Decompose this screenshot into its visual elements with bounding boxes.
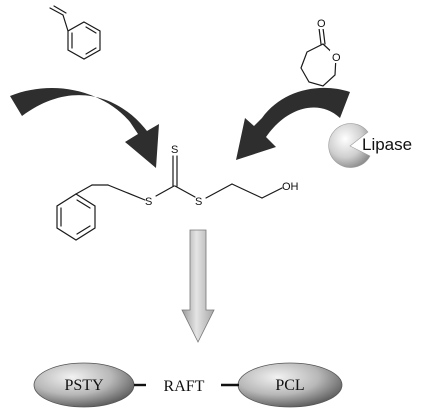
sulfur-thione: S xyxy=(171,144,178,156)
sulfur-right: S xyxy=(195,196,202,208)
right-curved-arrow xyxy=(236,87,350,160)
psty-label: PSTY xyxy=(64,377,104,394)
block-copolymer: PSTY RAFT PCL xyxy=(33,362,343,408)
lactone-carbonyl-o: O xyxy=(317,18,326,30)
lipase-pacman-icon xyxy=(328,123,371,168)
caprolactone-icon: O O xyxy=(300,16,342,87)
sulfur-left: S xyxy=(145,196,152,208)
lactone-ring-o: O xyxy=(332,52,341,64)
pcl-label: PCL xyxy=(275,377,304,394)
hydroxyl-label: OH xyxy=(282,181,299,193)
down-arrow xyxy=(181,229,215,343)
left-curved-arrow xyxy=(10,88,159,168)
lipase-label: Lipase xyxy=(362,135,412,154)
trithiocarbonate-icon: S S S OH xyxy=(56,144,299,241)
raft-label: RAFT xyxy=(164,378,205,395)
styrene-icon xyxy=(49,5,101,60)
